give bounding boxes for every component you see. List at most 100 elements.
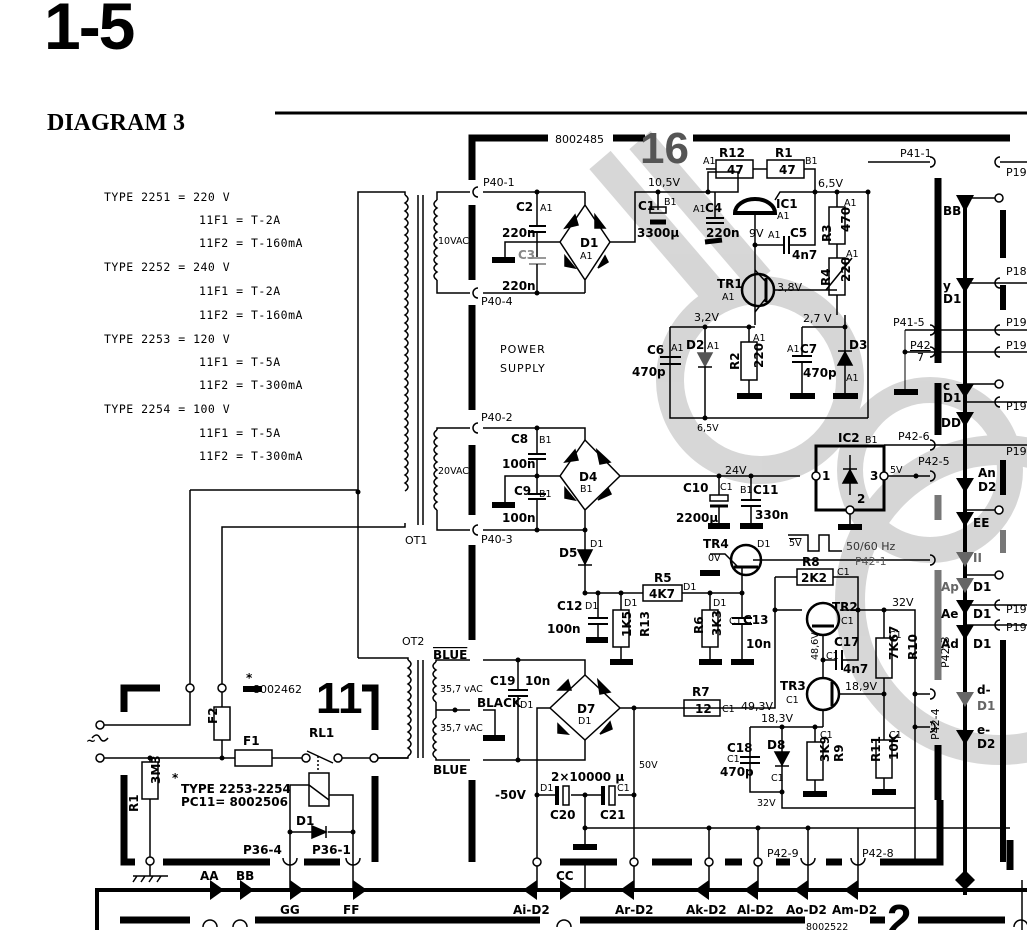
ic1-ref: IC1 xyxy=(776,197,798,211)
p19-label-5: P19 xyxy=(1006,445,1027,458)
c12-value: 100n xyxy=(547,622,581,636)
connector-p19 xyxy=(994,396,1001,408)
output-stage xyxy=(774,568,930,862)
tr3-code: C1 xyxy=(786,695,799,706)
r11-ref: R11 xyxy=(869,736,883,762)
c13-code: C1 xyxy=(729,616,742,627)
junction-dot xyxy=(287,829,293,835)
fuse-f1 xyxy=(234,749,273,767)
bus-label-cc: CC xyxy=(556,869,574,883)
ic2-pin2: 2 xyxy=(857,492,865,506)
mains-note-asterisk: * xyxy=(172,771,179,785)
mains-note-line2: PC11= 8002506 xyxy=(181,795,288,809)
junction-dot xyxy=(618,590,624,596)
type-row-2253: TYPE 2253 = 120 V xyxy=(104,332,231,346)
junction-dot xyxy=(705,189,711,195)
c4-ref: C4 xyxy=(705,201,722,215)
bus-arrows xyxy=(955,195,975,890)
junction-dot xyxy=(805,825,811,831)
voltage-32v-bottom: 32V xyxy=(757,798,776,809)
bus-label-d1e: D1 xyxy=(973,637,991,651)
ot2-tap-mid: BLACK xyxy=(477,696,522,710)
c11-ref: C11 xyxy=(753,483,779,497)
right-bus xyxy=(868,161,1027,895)
r5-ref: R5 xyxy=(654,571,672,585)
c10-value: 2200µ xyxy=(676,511,718,525)
c19-ref: C19 xyxy=(490,674,516,688)
connector-p19 xyxy=(994,599,1001,611)
junction-dot xyxy=(702,324,708,330)
r10-ref: R10 xyxy=(906,634,920,660)
p19-label-1: P19 xyxy=(1006,166,1027,179)
d3-ref: D3 xyxy=(849,338,867,352)
junction-dot xyxy=(881,691,887,697)
d5-code: D1 xyxy=(590,539,603,550)
r9-ref: R9 xyxy=(832,744,846,762)
junction-dot xyxy=(631,705,637,711)
r10-code: C1 xyxy=(889,630,902,641)
p19-label-2: P19 xyxy=(1006,316,1027,329)
bottom-board-part-number: 8002522 xyxy=(806,922,848,930)
r2-ref: R2 xyxy=(728,352,742,370)
p36-1-label: P36-1 xyxy=(312,843,351,857)
primary-winding xyxy=(403,194,409,492)
d1-ref: D1 xyxy=(580,236,598,250)
junction-dot xyxy=(350,829,356,835)
d2-ref: D2 xyxy=(686,338,704,352)
junction-dot xyxy=(812,724,818,730)
voltage-2-7v: 2,7 V xyxy=(803,312,832,325)
junction-dot xyxy=(752,242,758,248)
r8-code: C1 xyxy=(837,567,850,578)
c19-code: D1 xyxy=(520,700,533,711)
rectifier-d1-section xyxy=(483,171,739,294)
c18-value: 470p xyxy=(720,765,754,779)
junction-dot xyxy=(755,825,761,831)
junction-dot xyxy=(534,425,540,431)
junction-dot xyxy=(582,825,588,831)
voltage-3-8v: 3,8V xyxy=(777,281,802,294)
p42-7-sub-label: 7 xyxy=(917,351,924,364)
p18-label: P18 xyxy=(1006,265,1027,278)
r2-code: A1 xyxy=(753,333,766,344)
r12-r1-resistors xyxy=(706,159,816,192)
mains-asterisk: * xyxy=(246,671,253,685)
r5-code: D1 xyxy=(683,582,696,593)
c18-code: C1 xyxy=(727,754,740,765)
c17-ref: C17 xyxy=(834,635,860,649)
d8-ref: D8 xyxy=(767,738,785,752)
r12-ref: R12 xyxy=(719,146,745,160)
tr1-ref: TR1 xyxy=(717,277,743,291)
r6-ref: R6 xyxy=(692,616,706,634)
r3-code: A1 xyxy=(844,198,857,209)
junction-dot xyxy=(582,590,588,596)
c12-code: D1 xyxy=(585,601,598,612)
bias-c18-d8-r9 xyxy=(740,726,915,809)
pulse-section xyxy=(576,534,930,665)
voltage-18-3v: 18,3V xyxy=(761,712,793,725)
type-row-2251: TYPE 2251 = 220 V xyxy=(104,190,231,204)
c21-code: C1 xyxy=(617,783,630,794)
c2-ref: C2 xyxy=(516,200,533,214)
fuse-f1-2254: 11F1 = T-5A xyxy=(199,426,281,440)
bus-label-bb: BB xyxy=(943,204,961,218)
c1-code: B1 xyxy=(664,197,677,208)
r11-code: C1 xyxy=(889,730,902,741)
r8-ref: R8 xyxy=(802,555,820,569)
bus-label-d2b: D2 xyxy=(977,737,995,751)
c8-code: B1 xyxy=(539,435,552,446)
junction-dot xyxy=(913,473,919,479)
junction-dot xyxy=(779,724,785,730)
c7-ref: C7 xyxy=(800,342,817,356)
ot2-sec2: 35,7 vAC xyxy=(440,723,483,734)
bottom-connectors xyxy=(202,857,1027,928)
bus-connectors xyxy=(929,156,1001,733)
connector-p19 xyxy=(994,156,1001,168)
junction-dot xyxy=(355,489,361,495)
c1-ref: C1 xyxy=(638,199,655,213)
p19-label-6: P19 xyxy=(1006,603,1027,616)
power-supply-label-2: SUPPLY xyxy=(500,362,546,375)
bottom-bus xyxy=(95,800,1027,930)
bus-labels: BB y D1 c D1 DD An D2 EE II Ap D1 Ae D1 … xyxy=(941,204,996,751)
voltage-5v: 5V xyxy=(890,465,903,476)
c6-ref: C6 xyxy=(647,343,664,357)
